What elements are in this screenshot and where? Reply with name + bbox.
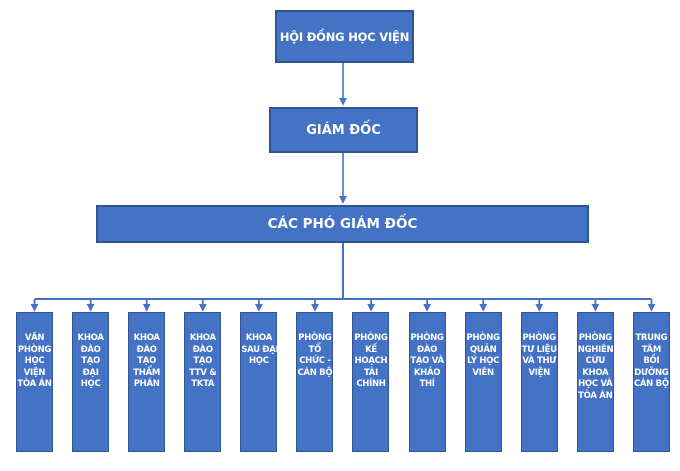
department-box: KHOA ĐÀO TẠO THẨM PHÁN [128,312,166,452]
department-label: PHÒNG KẾ HOẠCH TÀI CHÍNH [354,333,388,389]
department-box: PHÒNG TỔ CHỨC - CÁN BỘ [296,312,334,452]
department-box: KHOA ĐÀO TẠO ĐẠI HỌC [72,312,110,452]
department-box: PHÒNG QUẢN LÝ HỌC VIÊN [464,312,502,452]
department-box: KHOA ĐÀO TẠO TTV & TKTA [184,312,222,452]
department-label: VĂN PHÒNG HỌC VIỆN TÒA ÁN [17,333,52,389]
box-giam-doc: GIÁM ĐỐC [269,107,418,153]
department-label: KHOA SAU ĐẠI HỌC [241,333,279,366]
department-box: PHÒNG NGHIÊN CỨU KHOA HỌC VÀ TÒA ÁN [576,312,614,452]
box-cac-pho-giam-doc-label: CÁC PHÓ GIÁM ĐỐC [267,216,418,232]
department-label: KHOA ĐÀO TẠO THẨM PHÁN [133,333,161,389]
box-hoi-dong-hoc-vien-label: HỘI ĐỒNG HỌC VIỆN [279,29,410,44]
department-box: PHÒNG ĐÀO TẠO VÀ KHẢO THÍ [408,312,446,452]
department-label: TRUNG TÂM BỒI DƯỠNG CÁN BỘ [633,333,669,389]
box-hoi-dong-hoc-vien: HỘI ĐỒNG HỌC VIỆN [275,10,414,63]
department-box: PHÒNG KẾ HOẠCH TÀI CHÍNH [352,312,390,452]
box-giam-doc-label: GIÁM ĐỐC [306,122,381,138]
department-box: TRUNG TÂM BỒI DƯỠNG CÁN BỘ [632,312,670,452]
department-label: PHÒNG TƯ LIỆU VÀ THƯ VIỆN [521,333,557,378]
department-box: PHÒNG TƯ LIỆU VÀ THƯ VIỆN [520,312,558,452]
department-label: PHÒNG QUẢN LÝ HỌC VIÊN [466,333,500,378]
department-box: KHOA SAU ĐẠI HỌC [240,312,279,452]
department-label: KHOA ĐÀO TẠO ĐẠI HỌC [77,333,104,389]
department-label: PHÒNG TỔ CHỨC - CÁN BỘ [297,333,333,378]
department-label: PHÒNG NGHIÊN CỨU KHOA HỌC VÀ TÒA ÁN [577,333,614,401]
department-box: VĂN PHÒNG HỌC VIỆN TÒA ÁN [16,312,53,452]
department-label: PHÒNG ĐÀO TẠO VÀ KHẢO THÍ [410,333,444,389]
department-label: KHOA ĐÀO TẠO TTV & TKTA [189,333,217,389]
box-cac-pho-giam-doc: CÁC PHÓ GIÁM ĐỐC [96,205,589,243]
department-row: VĂN PHÒNG HỌC VIỆN TÒA ÁN KHOA ĐÀO TẠO Đ… [16,312,670,452]
